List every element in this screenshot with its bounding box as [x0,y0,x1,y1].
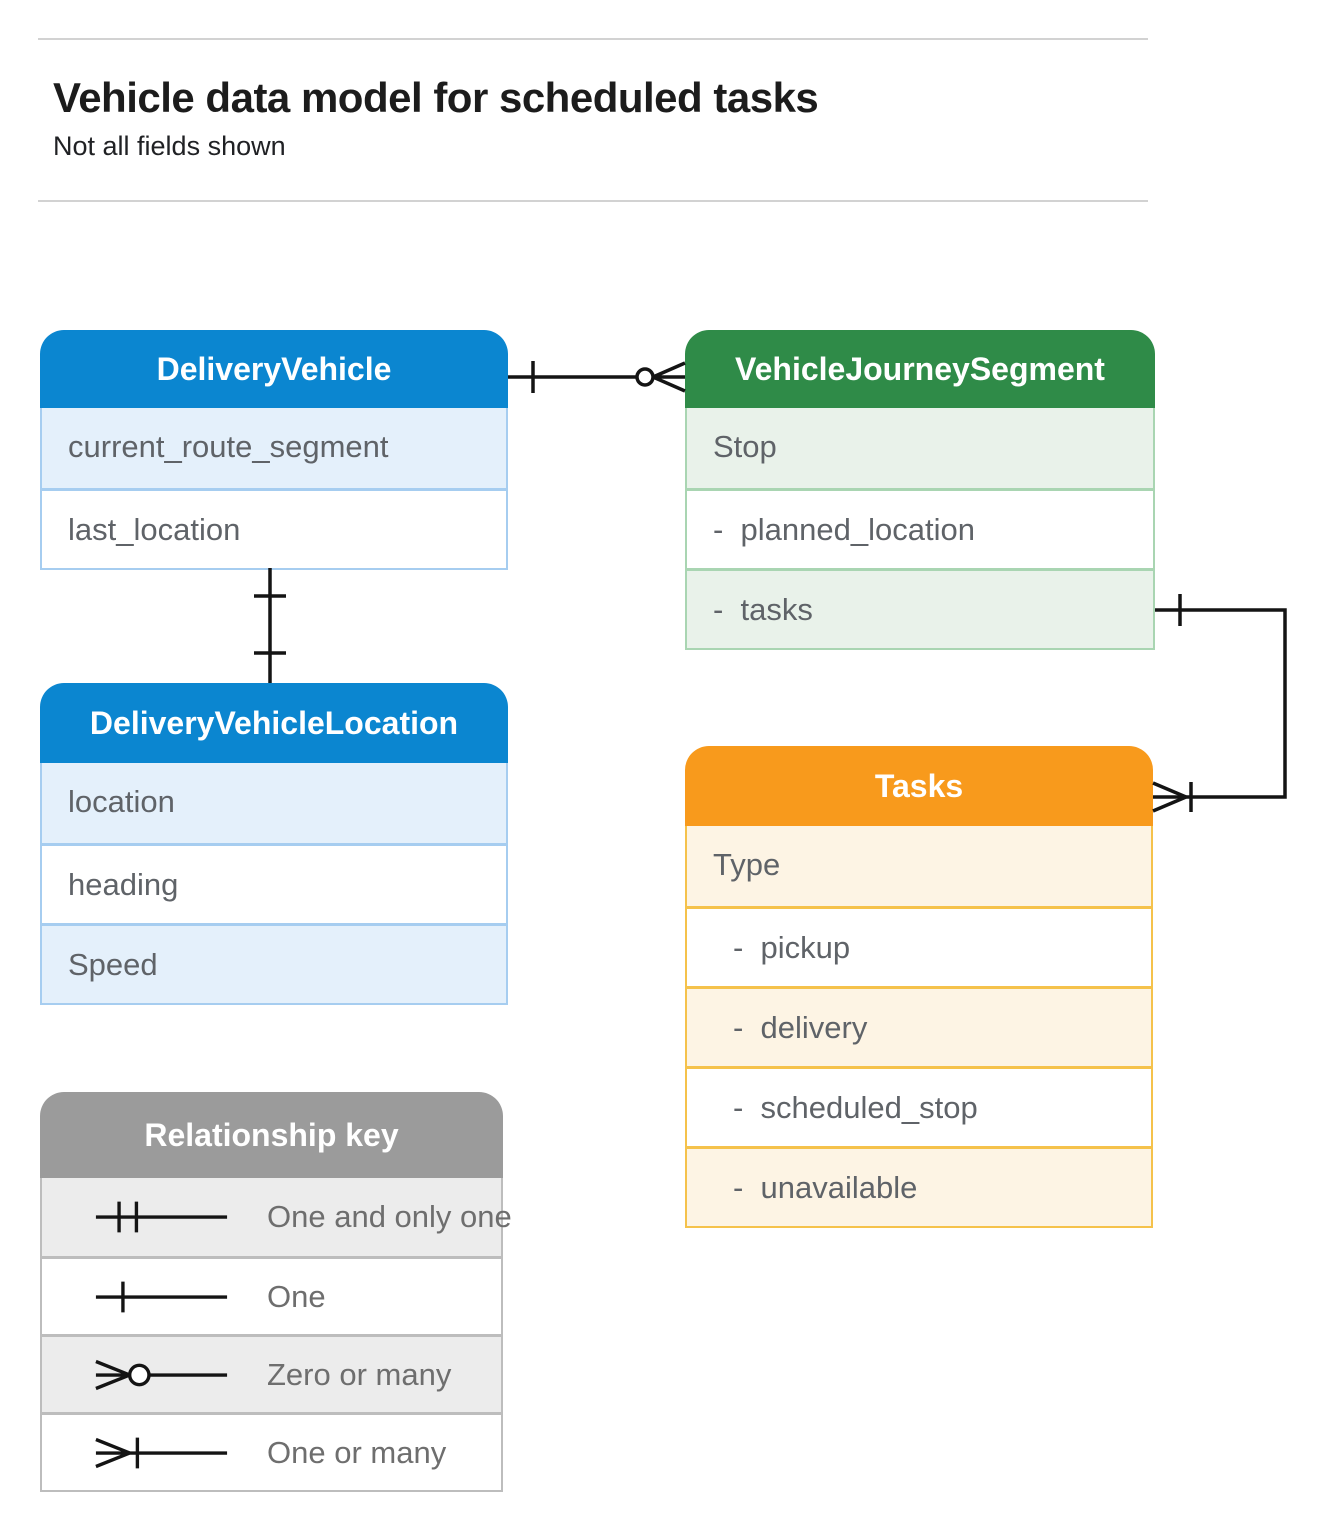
entity-tasks: Tasks Type - pickup - delivery - schedul… [685,746,1153,1228]
field-row: - delivery [687,986,1151,1066]
field-row: Stop [687,408,1153,488]
one-icon [95,1281,228,1312]
legend-label: One or many [267,1434,447,1470]
entity-delivery-vehicle-location: DeliveryVehicleLocation location heading… [40,683,508,1005]
legend-label: One [267,1278,326,1314]
legend-label: Zero or many [267,1356,452,1392]
connector-deliveryvehicle-vehiclejourneysegment [508,361,686,393]
field-row: current_route_segment [42,408,506,488]
entity-title: DeliveryVehicle [40,330,508,408]
field-row: - pickup [687,906,1151,986]
page-title: Vehicle data model for scheduled tasks [53,74,819,121]
legend-label: One and only one [267,1199,512,1234]
field-row: - scheduled_stop [687,1066,1151,1146]
connector-deliveryvehicle-deliveryvehiclelocation [254,568,286,683]
legend-item: One [42,1256,501,1334]
field-row: last_location [42,488,506,568]
field-row: heading [42,843,506,923]
zero-or-many-icon [95,1359,228,1390]
field-row: - tasks [687,568,1153,648]
field-row: Speed [42,923,506,1003]
legend-item: One and only one [42,1178,512,1256]
legend-title: Relationship key [40,1092,503,1178]
top-divider [38,38,1148,40]
one-and-only-one-icon [95,1201,228,1233]
field-row: - planned_location [687,488,1153,568]
one-or-many-icon [95,1437,228,1468]
entity-title: Tasks [685,746,1153,826]
field-row: Type [687,826,1151,906]
connector-vehiclejourneysegment-tasks [1152,594,1287,813]
legend-item: One or many [42,1412,501,1490]
entity-vehicle-journey-segment: VehicleJourneySegment Stop - planned_loc… [685,330,1155,650]
legend-item: Zero or many [42,1334,501,1412]
field-row: - unavailable [687,1146,1151,1226]
page-subtitle: Not all fields shown [53,131,286,161]
entity-title: DeliveryVehicleLocation [40,683,508,763]
relationship-key: Relationship key One and only one One Ze… [40,1092,512,1492]
entity-title: VehicleJourneySegment [685,330,1155,408]
header-divider [38,200,1148,202]
entity-delivery-vehicle: DeliveryVehicle current_route_segment la… [40,330,508,570]
field-row: location [42,763,506,843]
